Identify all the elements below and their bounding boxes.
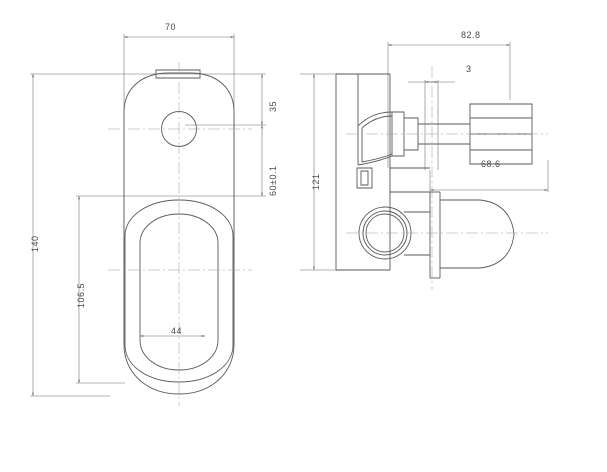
dim-label-height-35: 35 xyxy=(268,100,278,112)
side-view-outline xyxy=(335,73,533,279)
dim-label-thickness-3: 3 xyxy=(466,64,472,74)
side-view-centerlines xyxy=(346,66,548,290)
dim-label-height-121: 121 xyxy=(311,173,321,190)
dim-label-depth-82-8: 82.8 xyxy=(461,30,481,40)
front-view-dimension-lines xyxy=(30,34,266,397)
dim-label-width-44: 44 xyxy=(171,326,183,336)
front-view-centerlines xyxy=(108,62,252,406)
dim-label-height-106-5: 106.5 xyxy=(76,282,86,308)
dim-label-depth-68-6: 68.6 xyxy=(481,159,501,169)
dim-label-height-140: 140 xyxy=(30,235,40,252)
dim-label-width-70: 70 xyxy=(165,22,177,32)
dim-label-height-60: 60±0.1 xyxy=(268,165,278,196)
side-view-dimension-lines xyxy=(300,42,549,271)
